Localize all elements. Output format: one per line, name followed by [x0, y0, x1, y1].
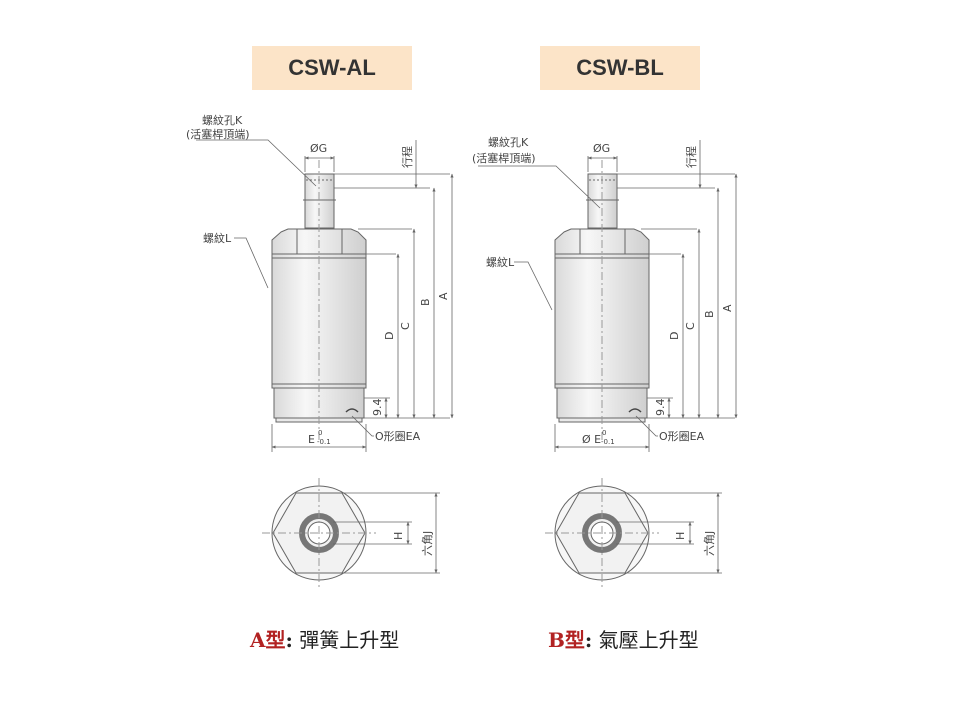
dim-94-label: 9.4 [371, 399, 384, 417]
model-b-title: CSW-BL [540, 46, 700, 90]
model-b-dimensions [478, 140, 738, 452]
model-b-caption: B型: 氣壓上升型 [548, 624, 699, 653]
tol-lower-label: -0.1 [601, 438, 615, 446]
thread-l-label: 螺紋L [203, 231, 232, 245]
model-b-code: B型 [548, 628, 585, 652]
model-b-type: 氣壓上升型 [592, 628, 699, 652]
model-a-title: CSW-AL [252, 46, 412, 90]
thread-hole-k-label: 螺紋孔K [202, 113, 243, 127]
stroke-label: 行程 [685, 146, 698, 168]
dim-h-label: H [392, 532, 405, 540]
dim-b-label: B [703, 310, 716, 318]
piston-rod-top-label: (活塞桿頂端) [186, 127, 250, 141]
model-a-type: 彈簧上升型 [292, 628, 400, 652]
hex-j-label: 六角J [703, 531, 716, 556]
caption-separator: : [285, 628, 293, 652]
tol-upper-label: 0 [602, 429, 606, 437]
thread-l-label: 螺紋L [486, 255, 515, 269]
dim-b-label: B [419, 298, 432, 306]
dim-a-label: A [721, 304, 734, 312]
model-b-bottom-view [545, 478, 722, 588]
o-ring-label: O形圈EA [659, 430, 705, 443]
caption-separator: : [584, 628, 593, 652]
model-b-labels: 螺紋孔K (活塞桿頂端) ØG 螺紋L 行程 A B C D 9.4 Ø E 0… [472, 135, 734, 446]
tol-lower-label: -0.1 [317, 438, 331, 446]
dim-c-label: C [684, 322, 697, 330]
thread-hole-k-label: 螺紋孔K [488, 135, 529, 149]
dia-g-label: ØG [310, 142, 327, 155]
model-a-dimensions [196, 139, 454, 452]
dim-e-label: Ø E [582, 433, 601, 446]
model-a-side-view [271, 160, 367, 440]
hex-j-label: 六角J [421, 531, 434, 556]
piston-rod-top-label: (活塞桿頂端) [472, 151, 536, 165]
stroke-label: 行程 [401, 146, 414, 168]
model-a-labels: 螺紋孔K (活塞桿頂端) ØG 螺紋L 行程 A B C D 9.4 E 0 -… [186, 113, 450, 446]
dia-g-label: ØG [593, 142, 610, 155]
model-b-side-view [554, 160, 650, 440]
model-a-bottom-view [262, 478, 440, 588]
tol-upper-label: 0 [318, 429, 322, 437]
o-ring-label: O形圈EA [375, 430, 421, 443]
model-a-caption: A型: 彈簧上升型 [250, 624, 399, 653]
dim-h-label: H [674, 532, 687, 540]
dim-a-label: A [437, 292, 450, 300]
dim-d-label: D [383, 332, 396, 340]
dim-94-label: 9.4 [654, 399, 667, 417]
dim-e-label: E [308, 433, 315, 446]
dim-d-label: D [668, 332, 681, 340]
dim-c-label: C [399, 322, 412, 330]
model-a-code: A型 [250, 628, 286, 652]
